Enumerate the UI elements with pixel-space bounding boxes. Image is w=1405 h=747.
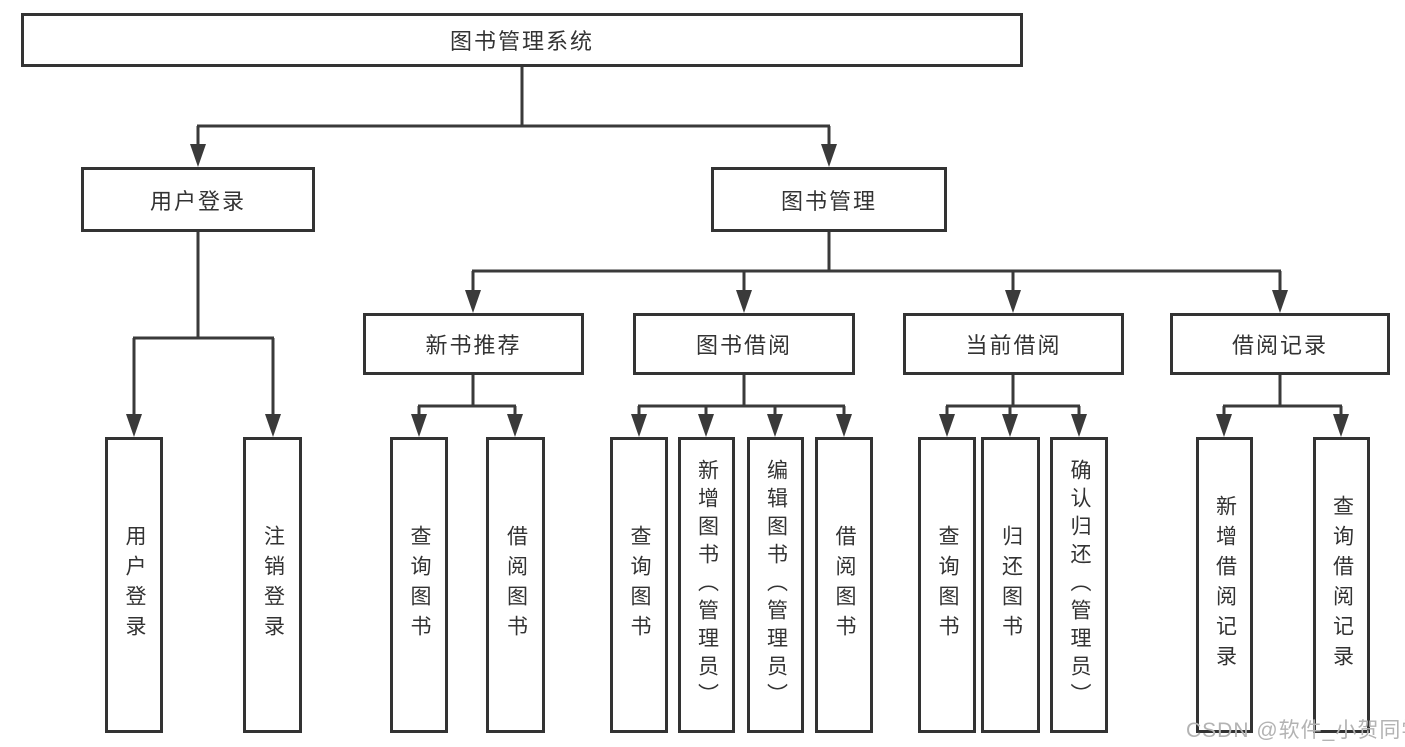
leaf-edit-books-admin: 编辑图书（管理员） — [747, 437, 804, 733]
watermark: CSDN @软件_小贺同学 — [1186, 719, 1405, 742]
node-book-management: 图书管理 — [711, 167, 947, 232]
node-user-login: 用户登录 — [81, 167, 315, 232]
node-book-management-system: 图书管理系统 — [21, 13, 1023, 67]
leaf-confirm-return-admin: 确认归还（管理员） — [1050, 437, 1108, 733]
leaf-borrow-books-recommend: 借阅图书 — [486, 437, 545, 733]
leaf-logout: 注销登录 — [243, 437, 302, 733]
leaf-add-borrow-record: 新增借阅记录 — [1196, 437, 1253, 733]
leaf-query-books-borrow: 查询图书 — [610, 437, 668, 733]
leaf-query-books-recommend: 查询图书 — [390, 437, 448, 733]
leaf-borrow-books: 借阅图书 — [815, 437, 873, 733]
leaf-user-login: 用户登录 — [105, 437, 163, 733]
node-current-borrow: 当前借阅 — [903, 313, 1124, 375]
arrowheads — [126, 144, 1349, 437]
node-book-borrow: 图书借阅 — [633, 313, 855, 375]
leaf-add-books-admin: 新增图书（管理员） — [678, 437, 735, 733]
leaf-query-borrow-record: 查询借阅记录 — [1313, 437, 1370, 733]
leaf-query-books-current: 查询图书 — [918, 437, 976, 733]
node-new-book-recommend: 新书推荐 — [363, 313, 584, 375]
node-borrow-records: 借阅记录 — [1170, 313, 1390, 375]
leaf-return-books: 归还图书 — [981, 437, 1040, 733]
